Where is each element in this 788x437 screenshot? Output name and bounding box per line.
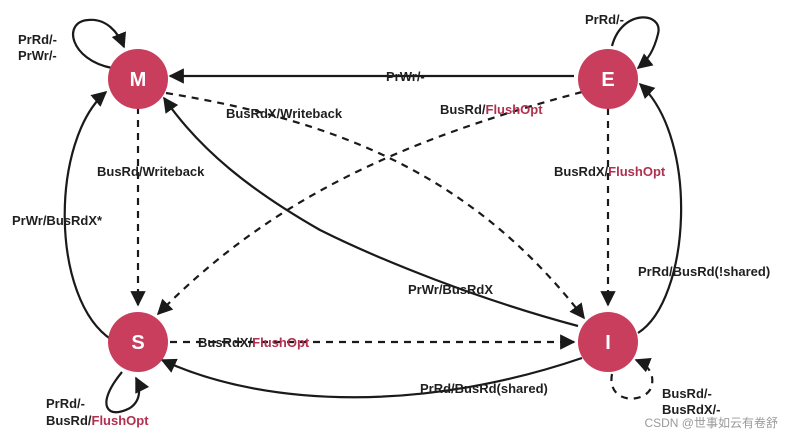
- label-i-to-s: PrRd/BusRd(shared): [420, 381, 548, 396]
- edge-i-self-loop: [610, 358, 654, 400]
- label-e-to-m: PrWr/-: [386, 69, 425, 84]
- label-i-to-m: PrWr/BusRdX: [408, 282, 493, 297]
- label-e-to-i: BusRdX/FlushOpt: [554, 164, 666, 179]
- label-e-to-s: BusRd/FlushOpt: [440, 102, 543, 117]
- state-s-label: S: [131, 332, 144, 354]
- state-m: M: [108, 49, 168, 109]
- label-s-to-i: BusRdX/FlushOpt: [198, 335, 310, 350]
- state-i-label: I: [605, 332, 611, 354]
- label-s-self-2: BusRd/FlushOpt: [46, 413, 149, 428]
- label-m-to-i: BusRdX/Writeback: [226, 106, 343, 121]
- edge-i-to-s: [160, 356, 583, 399]
- label-e-self: PrRd/-: [585, 12, 624, 27]
- label-s-to-m: PrWr/BusRdX*: [12, 213, 103, 228]
- edge-i-to-m: [163, 96, 579, 328]
- label-i-self-1: BusRd/-: [662, 386, 712, 401]
- label-m-self-1: PrRd/-: [18, 32, 57, 47]
- edge-s-self-loop: [105, 371, 150, 414]
- state-m-label: M: [130, 69, 147, 91]
- label-s-self-1: PrRd/-: [46, 396, 85, 411]
- edge-e-self-loop: [610, 16, 660, 69]
- edge-s-to-m: [63, 90, 113, 341]
- label-m-self-2: PrWr/-: [18, 48, 57, 63]
- state-e: E: [578, 49, 638, 109]
- label-i-to-e: PrRd/BusRd(!shared): [638, 264, 770, 279]
- edge-m-self-loop: [72, 18, 126, 70]
- edge-i-to-e: [637, 82, 683, 334]
- edge-e-to-s: [156, 90, 583, 316]
- label-i-self-2: BusRdX/-: [662, 402, 721, 417]
- edge-m-to-i: [165, 91, 585, 320]
- label-m-to-s: BusRd/Writeback: [97, 164, 205, 179]
- state-i: I: [578, 312, 638, 372]
- watermark: CSDN @世事如云有卷舒: [644, 416, 778, 430]
- state-e-label: E: [601, 69, 614, 91]
- state-s: S: [108, 312, 168, 372]
